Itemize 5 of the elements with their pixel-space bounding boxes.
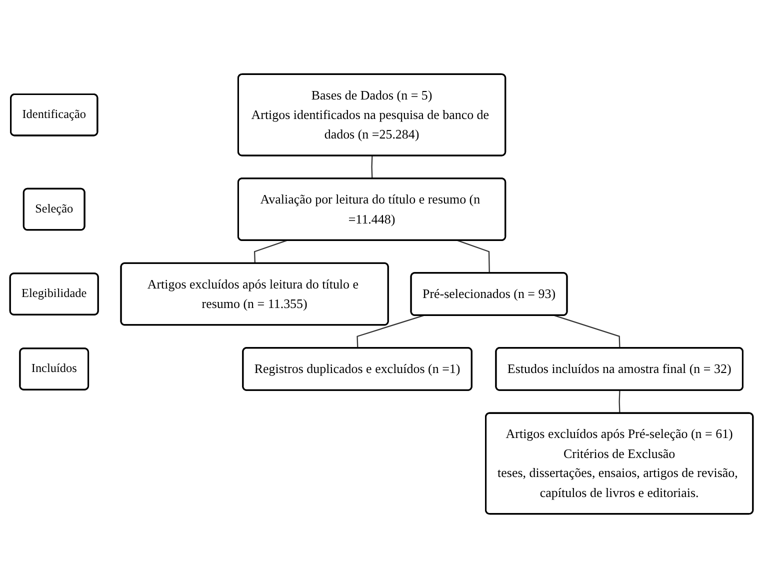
connector (618, 390, 620, 413)
connector (371, 155, 373, 178)
connector (254, 240, 287, 263)
connector (356, 314, 424, 348)
connector (554, 314, 620, 348)
